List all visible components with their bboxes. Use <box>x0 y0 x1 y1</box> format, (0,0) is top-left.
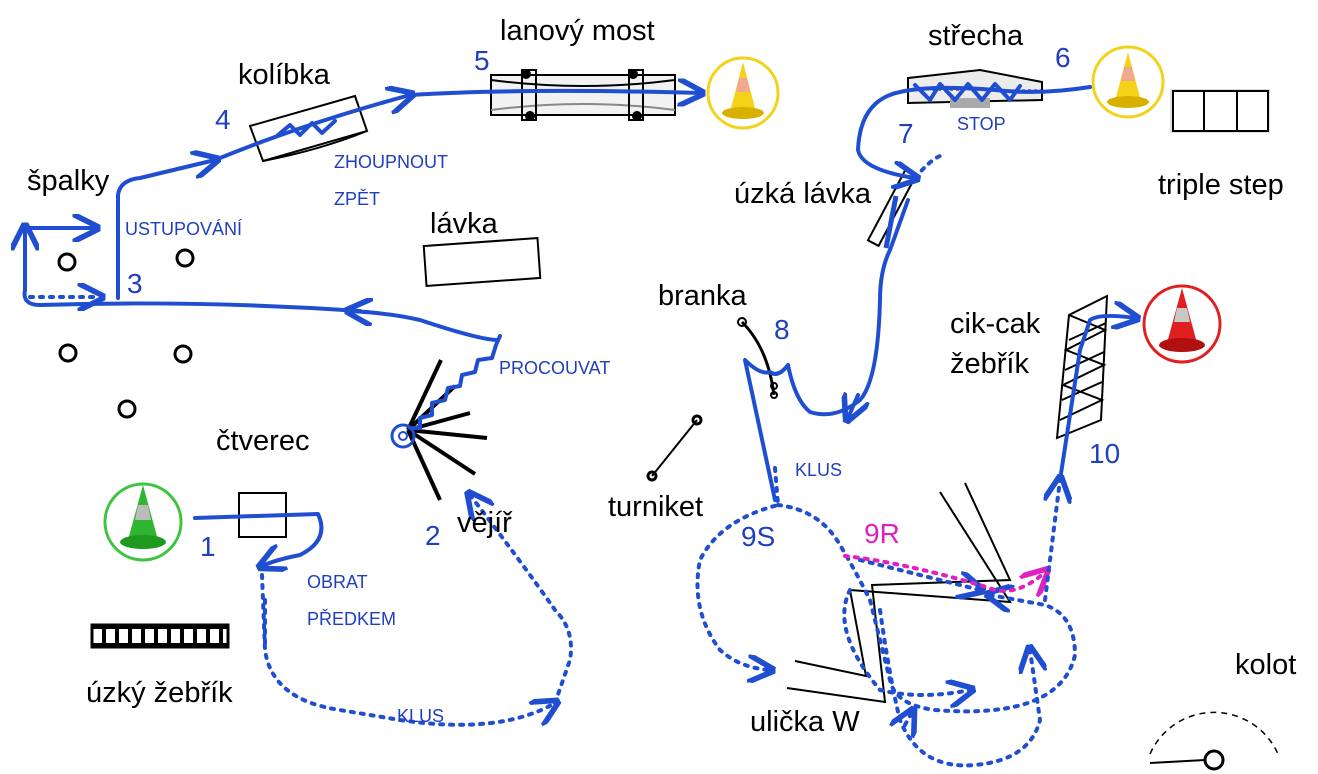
route-lines <box>25 84 1135 768</box>
number-8: 8 <box>774 314 790 345</box>
label-cik-cak-zebrik: žebřík <box>950 348 1029 380</box>
instruction-obrat: OBRAT <box>307 572 368 592</box>
label-uzka-lavka: úzká lávka <box>734 178 872 210</box>
label-lavka: lávka <box>430 208 499 240</box>
route-1 <box>193 512 324 566</box>
kolot-obstacle <box>1149 711 1279 771</box>
uzka-lavka-route <box>883 195 899 249</box>
number-9s: 9S <box>741 521 775 552</box>
label-ulicka-w: ulička W <box>750 706 860 738</box>
number-5: 5 <box>474 45 490 76</box>
instruction-klus-mid: KLUS <box>795 460 842 480</box>
lanovy-most-obstacle <box>490 69 676 121</box>
instruction-zhoupnout: ZHOUPNOUT <box>334 152 448 172</box>
instruction-ustupovani: USTUPOVÁNÍ <box>125 219 242 239</box>
kolibka-zigzag <box>276 119 337 137</box>
label-triple-step: triple step <box>1158 169 1284 201</box>
number-1: 1 <box>200 531 216 562</box>
cone-6-icon <box>1091 45 1165 119</box>
number-6: 6 <box>1055 42 1071 73</box>
instruction-klus-bottom: KLUS <box>397 706 444 726</box>
instruction-zpet: ZPĚT <box>334 189 380 209</box>
instruction-stop: STOP <box>957 114 1006 134</box>
number-9r: 9R <box>864 518 900 549</box>
start-cone-icon <box>103 482 183 562</box>
label-uzky-zebrik: úzký žebřík <box>86 677 233 709</box>
instruction-predkem: PŘEDKEM <box>307 609 396 629</box>
turniket-obstacle <box>646 414 703 482</box>
number-3: 3 <box>127 268 143 299</box>
label-ctverec: čtverec <box>216 425 309 457</box>
label-lanovy-most: lanový most <box>500 15 655 47</box>
label-vejir: vějíř <box>457 507 513 539</box>
number-4: 4 <box>215 104 231 135</box>
label-strecha: střecha <box>928 20 1024 52</box>
label-spalky: špalky <box>27 165 110 197</box>
label-branka: branka <box>658 280 748 312</box>
spalky-poles <box>57 248 195 419</box>
uzky-zebrik-obstacle <box>90 623 230 649</box>
instruction-procouvat: PROCOUVAT <box>499 358 610 378</box>
number-10: 10 <box>1089 438 1120 469</box>
label-turniket: turniket <box>608 491 703 523</box>
label-kolot: kolot <box>1235 649 1296 681</box>
label-kolibka: kolíbka <box>238 59 331 91</box>
branka-obstacle <box>737 317 778 399</box>
lavka-obstacle <box>422 237 542 287</box>
number-7: 7 <box>898 118 914 149</box>
number-2: 2 <box>425 520 441 551</box>
label-cik-cak: cik-cak <box>950 308 1041 340</box>
ulicka-w-obstacle <box>786 482 1012 704</box>
cone-5-icon <box>706 56 780 130</box>
triple-step-obstacle <box>1170 89 1270 133</box>
finish-cone-icon <box>1142 284 1222 364</box>
kolibka-obstacle <box>248 94 369 163</box>
